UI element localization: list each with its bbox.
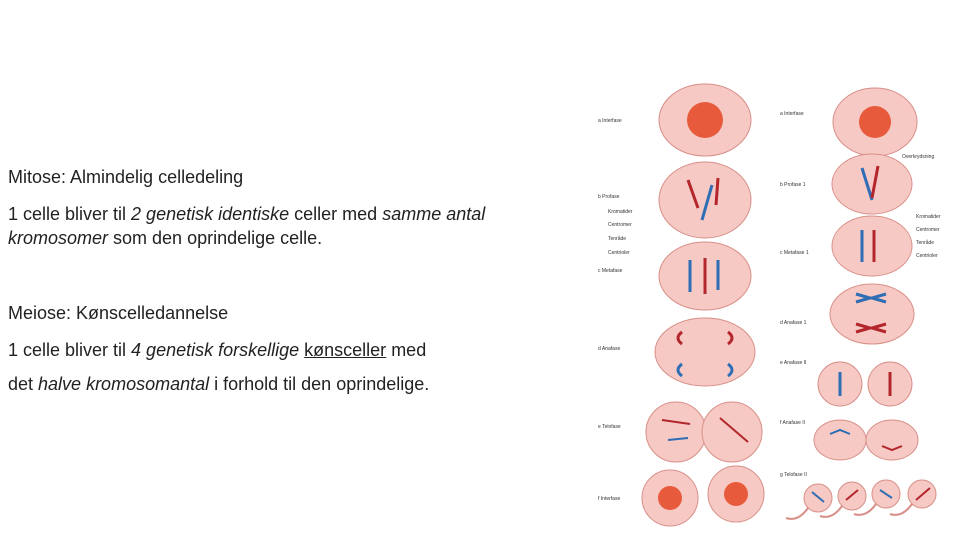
- label-tenraade-2: Tenråde: [916, 239, 934, 246]
- meiosis-label-b: b Profase 1: [780, 182, 806, 188]
- meiosis-cell-prophase: [831, 153, 913, 215]
- mitose-term: Mitose: [8, 167, 62, 187]
- nucleus: [687, 102, 723, 138]
- meiosis-cell-anaphase: [829, 283, 915, 345]
- meiosis-label-d: d Anafase 1: [780, 320, 807, 326]
- mitosis-cell-prophase: [658, 161, 752, 239]
- meiosis-column: a Interfase Overkrydsning b Profase 1 Kr…: [780, 87, 941, 520]
- label-centrioler-2: Centrioler: [916, 253, 938, 259]
- label-kromatider: Kromatider: [608, 209, 633, 215]
- meiosis-cell-f-left: [813, 419, 867, 461]
- label-centromer-2: Centromer: [916, 227, 940, 233]
- sperm-cells: [785, 479, 937, 520]
- meiosis-label-f: f Anafase II: [780, 420, 805, 426]
- mitosis-label-c: c Metafase: [598, 268, 623, 274]
- meiosis-label-a: a Interfase: [780, 111, 804, 117]
- label-tenraade: Tenråde: [608, 235, 626, 242]
- mitosis-label-d: d Anafase: [598, 346, 620, 352]
- mitosis-label-b: b Profase: [598, 194, 620, 200]
- mitosis-cell-telophase-right: [701, 401, 763, 463]
- mitose-subtitle: : Almindelig celledeling: [61, 167, 244, 187]
- mitosis-cell-telophase-left: [645, 401, 707, 463]
- cell-division-illustration: a Interfase b Profase Kromatider Centrom…: [598, 83, 941, 527]
- meiose-description-line2: det halve kromosomantal i forhold til de…: [8, 374, 430, 394]
- meiosis-label-c: c Metafase 1: [780, 250, 809, 256]
- mitosis-label-a: a Interfase: [598, 118, 622, 124]
- meiose-term: Meiose: [8, 303, 67, 323]
- label-kromatider-2: Kromatider: [916, 214, 941, 220]
- meiosis-cell-f-right: [865, 419, 919, 461]
- meiose-heading: Meiose: Kønscelledannelse: [8, 301, 228, 325]
- meiosis-label-g: g Telofase II: [780, 472, 807, 478]
- label-centrioler: Centrioler: [608, 250, 630, 256]
- meiosis-label-e: e Anafase II: [780, 360, 806, 366]
- meiose-description-line1: 1 celle bliver til 4 genetisk forskellig…: [8, 340, 427, 360]
- meiosis-cell-metaphase: [831, 215, 913, 277]
- mitosis-label-f: f Interfase: [598, 496, 620, 502]
- meiose-subtitle: : Kønscelledannelse: [66, 303, 229, 323]
- label-centromer: Centromer: [608, 222, 632, 228]
- mitosis-column: a Interfase b Profase Kromatider Centrom…: [598, 83, 765, 527]
- mitose-heading: Mitose: Almindelig celledeling: [8, 165, 243, 189]
- mitosis-cell-anaphase: [654, 317, 756, 387]
- label-overkrydsning: Overkrydsning: [902, 154, 934, 160]
- mitosis-label-e: e Telofase: [598, 424, 621, 430]
- mitose-description: 1 celle bliver til 2 genetisk identiske …: [8, 204, 486, 248]
